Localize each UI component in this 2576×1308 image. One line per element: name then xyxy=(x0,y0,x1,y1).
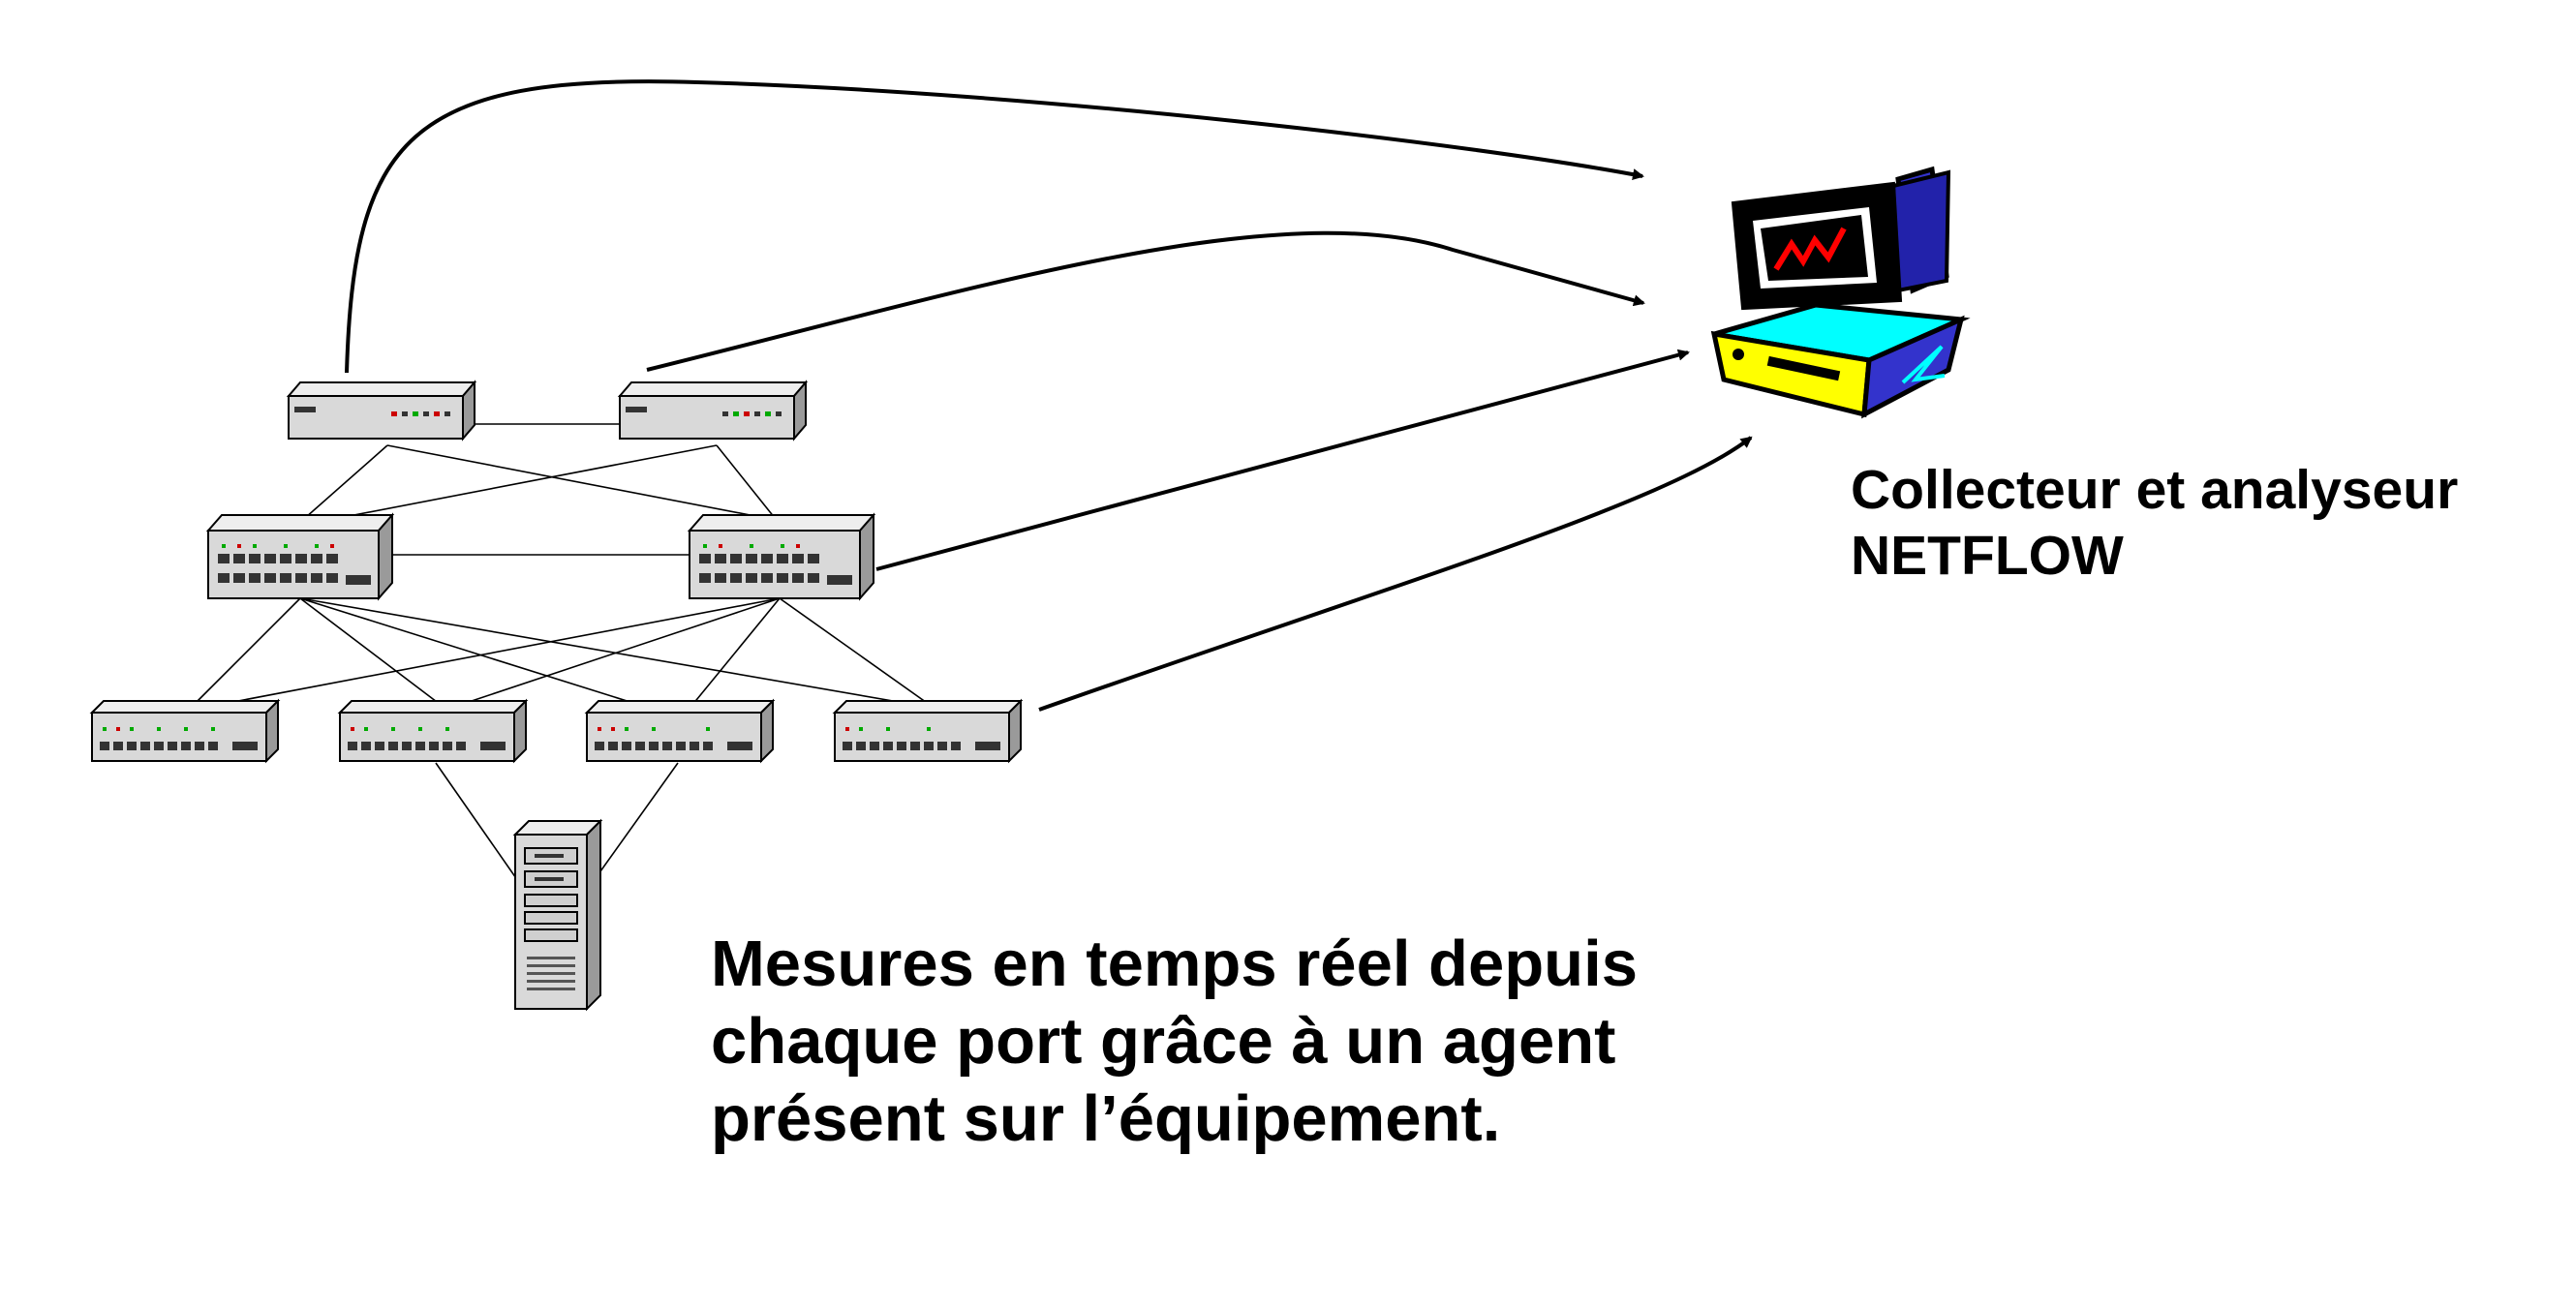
computer-icon xyxy=(1710,166,1971,419)
drive-slot xyxy=(1766,355,1841,381)
router-icon xyxy=(286,380,477,441)
case-side xyxy=(1861,315,1965,419)
connection-lines xyxy=(193,423,931,882)
export-arrow-router1 xyxy=(345,79,1644,374)
link-core2-access1 xyxy=(217,597,781,706)
collector-label: Collecteur et analyseur NETFLOW xyxy=(1851,457,2458,589)
link-core1-access4 xyxy=(299,597,916,706)
caption-line-2: chaque port grâce à un agent xyxy=(711,1005,1616,1078)
switch-icon xyxy=(687,512,876,601)
link-core2-access2 xyxy=(459,597,781,706)
link-core2-access4 xyxy=(779,597,931,706)
export-arrow-router2 xyxy=(646,230,1645,372)
monitor-side xyxy=(1890,169,1951,293)
router-icon xyxy=(617,380,809,441)
switch-icon xyxy=(584,698,776,764)
switch-icon xyxy=(205,512,395,601)
server-icon xyxy=(512,818,603,1012)
link-core1-access2 xyxy=(299,597,442,706)
switch-icon xyxy=(832,698,1024,764)
collector-label-line-1: Collecteur et analyseur xyxy=(1851,459,2459,521)
link-router1-core2 xyxy=(386,444,766,519)
link-router1-core1 xyxy=(304,444,388,519)
caption-text: Mesures en temps réel depuis chaque port… xyxy=(711,926,1638,1158)
collector-label-line-2: NETFLOW xyxy=(1851,525,2124,587)
link-core1-access1 xyxy=(193,597,301,706)
switch-icon xyxy=(89,698,281,764)
link-access2-server xyxy=(435,762,519,882)
link-core1-access3 xyxy=(299,597,640,706)
export-arrow-core2 xyxy=(875,349,1690,571)
link-router2-core2 xyxy=(716,444,776,519)
link-router2-core1 xyxy=(338,444,718,519)
link-access3-server xyxy=(599,762,679,872)
netflow-arrows xyxy=(345,79,1753,712)
link-core2-access3 xyxy=(691,597,781,706)
graph-line xyxy=(1773,227,1847,271)
caption-line-1: Mesures en temps réel depuis xyxy=(711,928,1638,1000)
case-side-highlight xyxy=(1901,345,1946,384)
power-led xyxy=(1733,349,1744,360)
switch-icon xyxy=(337,698,529,764)
export-arrow-access4 xyxy=(1038,436,1753,712)
caption-line-3: présent sur l’équipement. xyxy=(711,1082,1501,1155)
